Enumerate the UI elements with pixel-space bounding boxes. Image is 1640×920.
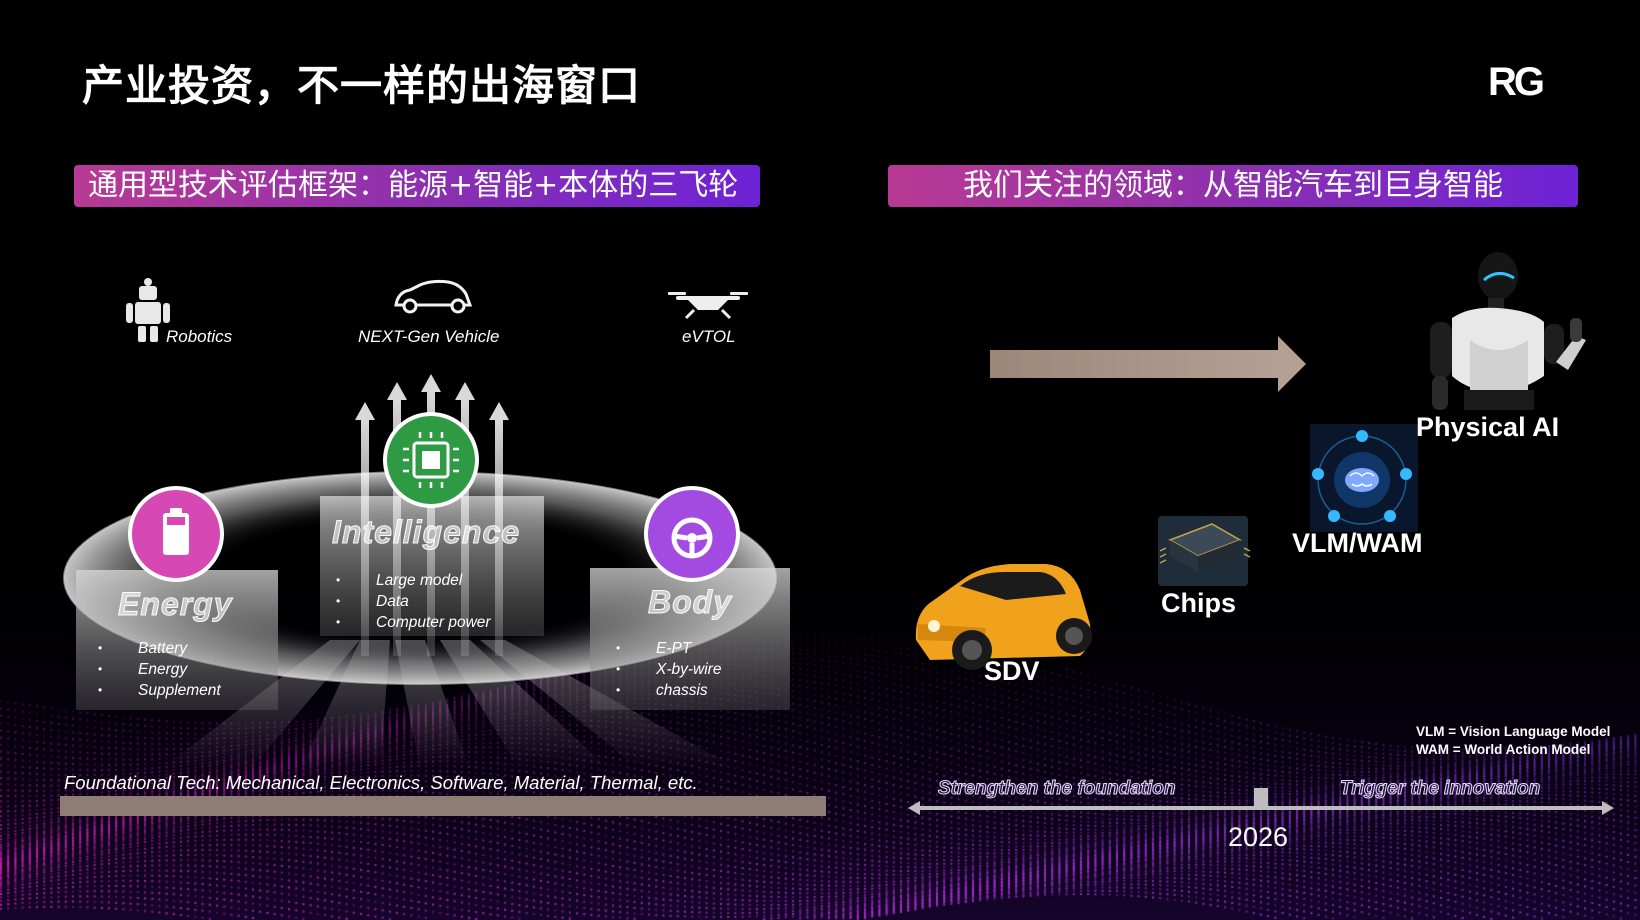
application-evtol-label: eVTOL	[682, 327, 736, 346]
chip-image	[1158, 516, 1251, 586]
right-banner: 我们关注的领域：从智能汽车到巨身智能	[888, 165, 1578, 207]
list-item: E-PT	[616, 638, 721, 659]
up-arrows	[355, 374, 509, 656]
legend-vlm: VLM = Vision Language Model	[1416, 724, 1611, 739]
robot-icon	[126, 278, 170, 342]
car-icon	[394, 279, 473, 314]
stage-chips-label: Chips	[1161, 588, 1237, 618]
list-item: Large model	[336, 570, 491, 591]
list-item: Computer power	[336, 612, 491, 633]
body-title: Body	[648, 584, 732, 621]
timeline-axis	[908, 788, 1614, 815]
list-item: chassis	[616, 680, 721, 701]
timeline-year: 2026	[1228, 822, 1289, 852]
left-banner: 通用型技术评估框架：能源+智能+本体的三飞轮	[74, 165, 760, 207]
list-item: X-by-wire	[616, 659, 721, 680]
intelligence-bullets: Large model Data Computer power	[336, 570, 491, 633]
intelligence-title: Intelligence	[331, 514, 521, 551]
list-item: Data	[336, 591, 491, 612]
progress-arrow	[990, 336, 1306, 392]
list-item: Energy	[98, 659, 221, 680]
energy-title: Energy	[117, 586, 233, 623]
brain-network-icon	[1310, 424, 1418, 532]
slide-title: 产业投资，不一样的出海窗口	[82, 61, 642, 110]
foundation-bar	[60, 796, 826, 816]
stage-vlm-wam-label: VLM/WAM	[1292, 528, 1423, 558]
steering-wheel-icon	[644, 486, 740, 582]
chip-icon	[383, 412, 479, 508]
drone-icon	[668, 292, 748, 320]
car-image	[915, 564, 1092, 672]
stage-physical-ai-label: Physical AI	[1416, 412, 1560, 442]
foundational-tech-text: Foundational Tech: Mechanical, Electroni…	[64, 772, 698, 793]
phase-strengthen-label: Strengthen the foundation	[937, 778, 1176, 800]
phase-trigger-label: Trigger the innovation	[1339, 778, 1541, 800]
legend-wam: WAM = World Action Model	[1416, 742, 1591, 757]
list-item: Battery	[98, 638, 221, 659]
stage-sdv-label: SDV	[984, 656, 1040, 686]
logo: RG	[1488, 60, 1545, 104]
application-robotics-label: Robotics	[166, 327, 233, 346]
body-bullets: E-PT X-by-wire chassis	[616, 638, 721, 701]
application-vehicle-label: NEXT-Gen Vehicle	[358, 327, 500, 346]
list-item: Supplement	[98, 680, 221, 701]
battery-icon	[128, 486, 224, 582]
energy-bullets: Battery Energy Supplement	[98, 638, 221, 701]
humanoid-robot-image	[1430, 252, 1586, 410]
